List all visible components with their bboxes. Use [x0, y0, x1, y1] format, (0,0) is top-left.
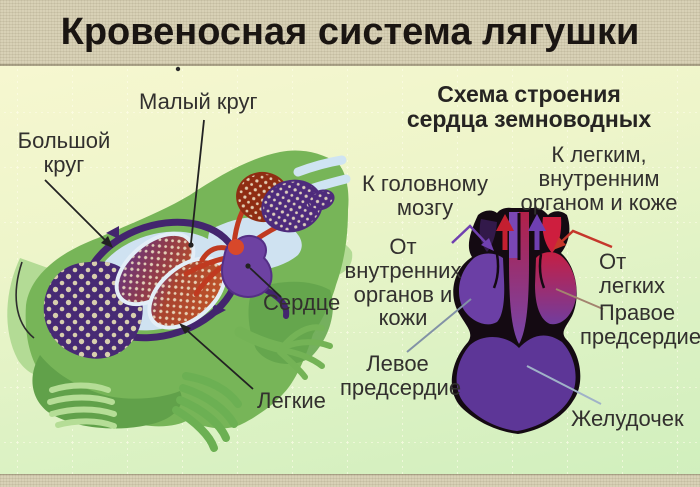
label-heart: Сердце: [263, 290, 341, 315]
label-to-brain: К головному мозгу: [362, 171, 488, 220]
small-circle-pointer: [190, 119, 205, 244]
label-left-atrium: Левое предсердие: [340, 351, 462, 400]
label-ventricle: Желудочек: [571, 406, 684, 431]
page-title: Кровеносная система лягушки: [60, 10, 640, 53]
pointer-lines: [44, 119, 604, 405]
ventricle-shape: [456, 335, 576, 431]
stray-dot: [175, 66, 181, 72]
label-from-lungs: От легких: [599, 249, 666, 298]
ventricle-pointer: [526, 365, 602, 405]
left-atrium-pointer: [406, 298, 472, 353]
right-atrium-pointer: [555, 288, 604, 310]
label-from-organs-skin: От внутренних органов и кожи: [344, 234, 462, 331]
from-organs-arrow: [451, 224, 494, 251]
skin-vessel-line: [15, 261, 35, 339]
left-atrium-shape: [458, 253, 505, 325]
label-lungs: Легкие: [257, 388, 326, 413]
lungs-pointer: [181, 325, 254, 390]
webbed-toes: [172, 372, 242, 452]
big-circle-pointer: [44, 179, 109, 244]
frog-illustration: [7, 150, 353, 452]
bottom-bar: [0, 474, 700, 487]
head-capillaries: [236, 171, 335, 233]
right-atrium-shape: [535, 252, 577, 325]
label-to-lungs-organs-skin: К легким, внутренним органом и коже: [520, 142, 678, 215]
label-small-circle: Малый круг: [139, 89, 258, 114]
label-right-atrium: Правое предсердие: [580, 300, 700, 349]
to-body-arrow: [528, 214, 546, 250]
label-big-circle: Большой круг: [17, 128, 111, 177]
lungs: [114, 231, 227, 330]
from-lungs-arrow: [553, 229, 613, 250]
leg-folds: [47, 382, 117, 429]
front-leg: [234, 324, 333, 380]
scheme-title: Схема строения сердца земноводных: [406, 81, 652, 132]
heart-pointer: [249, 267, 282, 298]
title-bar: [0, 0, 700, 66]
to-brain-arrow: [496, 214, 514, 250]
heart-diagram: [451, 207, 613, 434]
